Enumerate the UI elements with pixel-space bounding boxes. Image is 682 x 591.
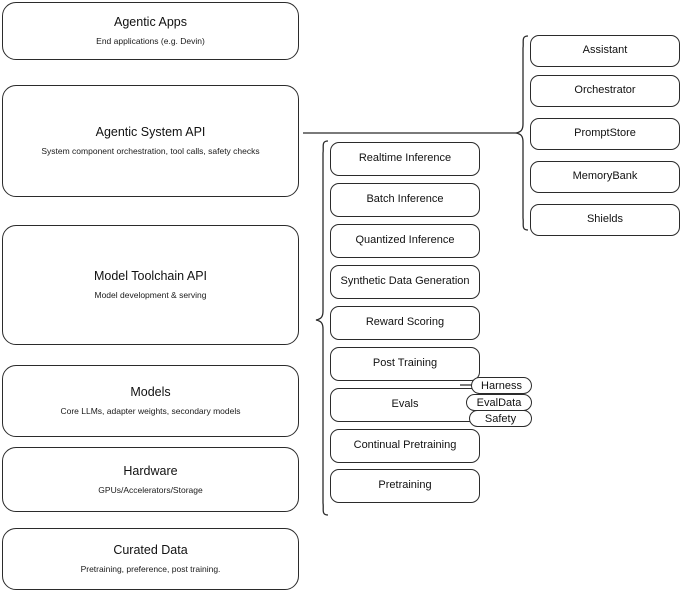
layer-subtitle: Core LLMs, adapter weights, secondary mo… <box>60 406 241 416</box>
system-item-orchestrator[interactable]: Orchestrator <box>530 75 680 107</box>
layer-models[interactable]: Models Core LLMs, adapter weights, secon… <box>2 365 299 437</box>
toolchain-item-label: Pretraining <box>378 479 432 492</box>
toolchain-item-synthetic-data-generation[interactable]: Synthetic Data Generation <box>330 265 480 299</box>
toolchain-item-label: Quantized Inference <box>355 234 455 247</box>
toolchain-item-label: Realtime Inference <box>358 152 452 165</box>
toolchain-item-pretraining[interactable]: Pretraining <box>330 469 480 503</box>
layer-agentic-apps[interactable]: Agentic Apps End applications (e.g. Devi… <box>2 2 299 60</box>
brace-toolchain-components <box>315 140 329 516</box>
layer-agentic-system-api[interactable]: Agentic System API System component orch… <box>2 85 299 197</box>
brace-system-components <box>515 35 529 231</box>
toolchain-item-batch-inference[interactable]: Batch Inference <box>330 183 480 217</box>
layer-subtitle: System component orchestration, tool cal… <box>41 146 260 156</box>
layer-title: Agentic Apps <box>114 15 187 30</box>
system-item-label: PromptStore <box>574 127 636 140</box>
layer-title: Models <box>130 385 171 400</box>
toolchain-item-continual-pretraining[interactable]: Continual Pretraining <box>330 429 480 463</box>
layer-title: Model Toolchain API <box>93 269 208 284</box>
system-item-label: Shields <box>586 213 624 226</box>
toolchain-item-label: Post Training <box>372 357 438 370</box>
toolchain-item-quantized-inference[interactable]: Quantized Inference <box>330 224 480 258</box>
system-item-shields[interactable]: Shields <box>530 204 680 236</box>
system-item-label: Assistant <box>582 44 628 57</box>
evals-chip-harness[interactable]: Harness <box>471 377 532 394</box>
toolchain-item-evals[interactable]: Evals <box>330 388 480 422</box>
evals-chip-evaldata[interactable]: EvalData <box>466 394 532 411</box>
toolchain-item-reward-scoring[interactable]: Reward Scoring <box>330 306 480 340</box>
system-item-assistant[interactable]: Assistant <box>530 35 680 67</box>
layer-subtitle: Model development & serving <box>94 290 207 300</box>
system-item-label: Orchestrator <box>574 84 636 97</box>
layer-curated-data[interactable]: Curated Data Pretraining, preference, po… <box>2 528 299 590</box>
layer-subtitle: End applications (e.g. Devin) <box>96 36 205 46</box>
system-item-memorybank[interactable]: MemoryBank <box>530 161 680 193</box>
toolchain-item-realtime-inference[interactable]: Realtime Inference <box>330 142 480 176</box>
system-item-promptstore[interactable]: PromptStore <box>530 118 680 150</box>
layer-subtitle: Pretraining, preference, post training. <box>80 564 221 574</box>
toolchain-item-label: Synthetic Data Generation <box>340 275 470 288</box>
layer-title: Agentic System API <box>95 125 206 140</box>
layer-hardware[interactable]: Hardware GPUs/Accelerators/Storage <box>2 447 299 512</box>
toolchain-item-label: Evals <box>391 398 419 411</box>
toolchain-item-label: Continual Pretraining <box>353 439 457 452</box>
layer-title: Hardware <box>123 463 178 478</box>
layer-model-toolchain-api[interactable]: Model Toolchain API Model development & … <box>2 225 299 345</box>
toolchain-item-label: Reward Scoring <box>365 316 445 329</box>
system-item-label: MemoryBank <box>572 170 638 183</box>
layer-title: Curated Data <box>113 543 188 558</box>
evals-chip-safety[interactable]: Safety <box>469 410 532 427</box>
toolchain-item-post-training[interactable]: Post Training <box>330 347 480 381</box>
layer-subtitle: GPUs/Accelerators/Storage <box>98 484 203 495</box>
toolchain-item-label: Batch Inference <box>366 193 444 206</box>
